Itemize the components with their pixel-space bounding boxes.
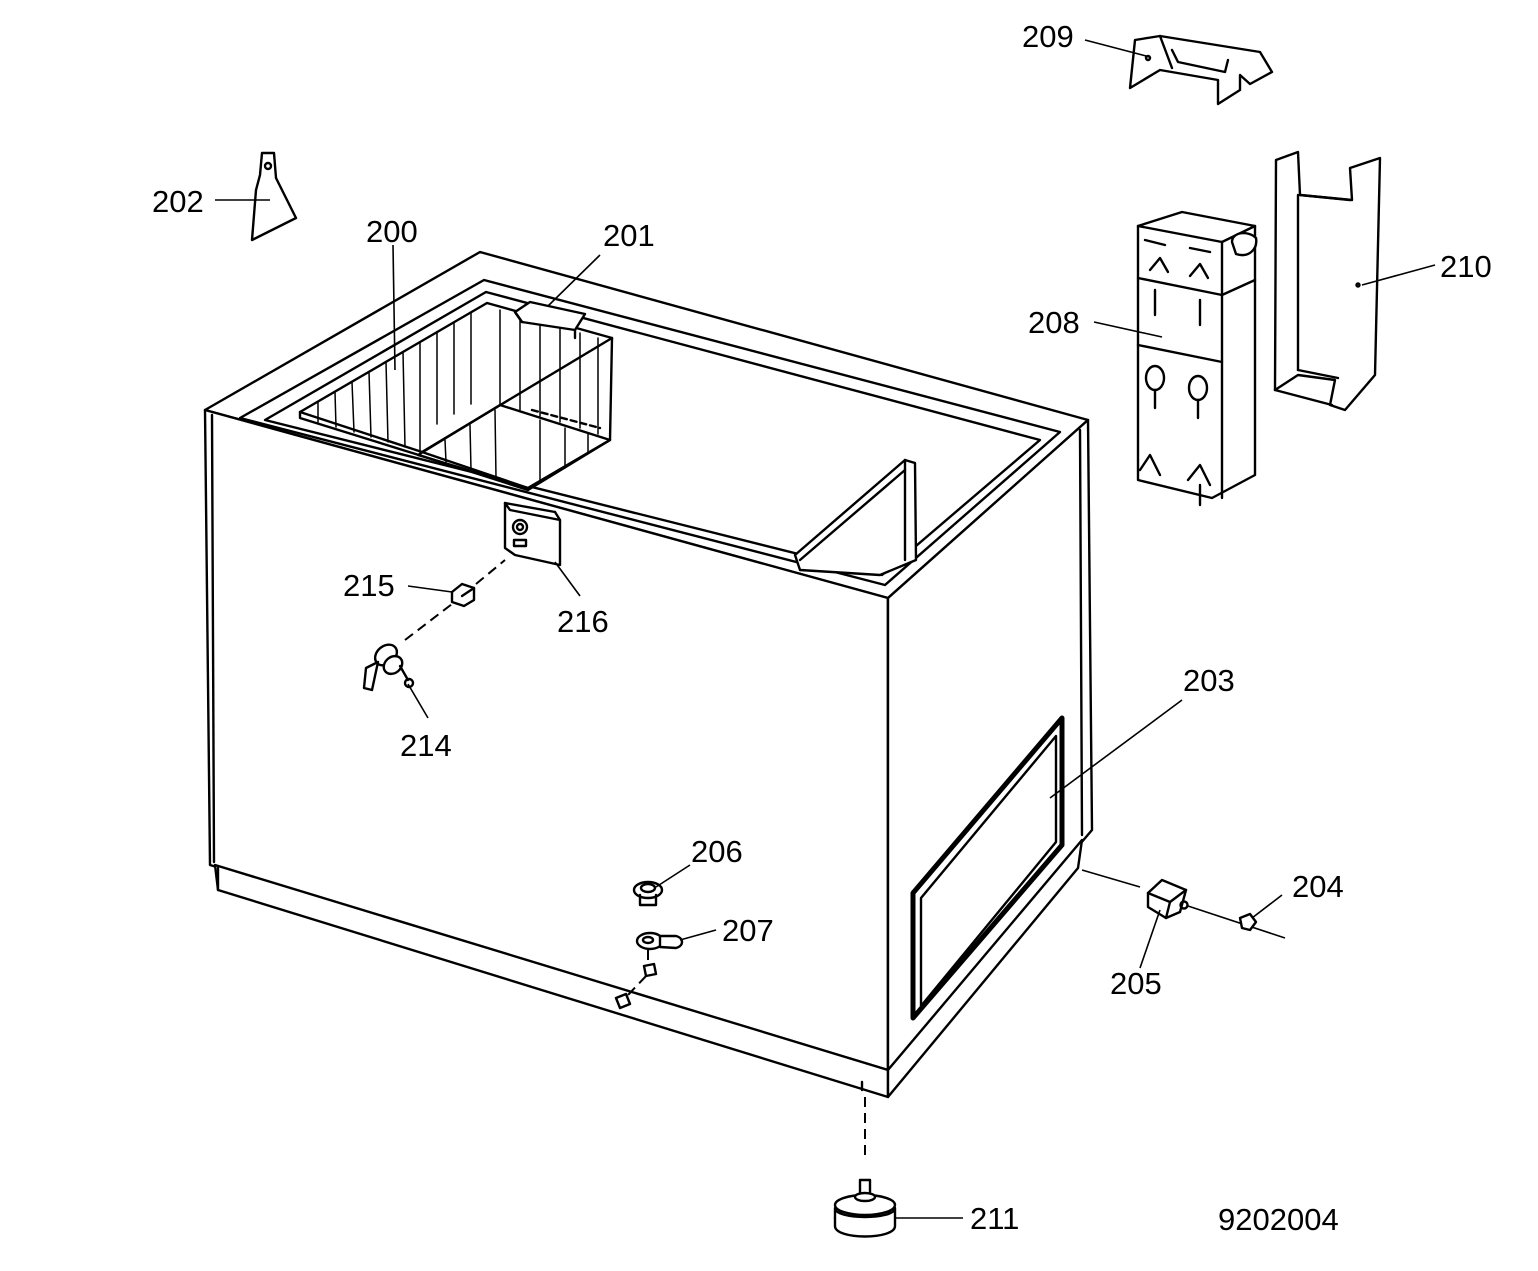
key-axis-line (404, 603, 453, 641)
key (362, 643, 415, 692)
label-216: 216 (557, 604, 609, 639)
label-203: 203 (1183, 663, 1235, 698)
drain-holder (635, 931, 684, 951)
label-210: 210 (1440, 249, 1492, 284)
lock-cylinder (450, 582, 476, 608)
lock-housing (503, 501, 562, 567)
drain-nut (642, 962, 658, 978)
drawing-number: 9202004 (1218, 1202, 1339, 1237)
hinge-casing (1273, 150, 1382, 412)
label-202: 202 (152, 184, 204, 219)
label-215: 215 (343, 568, 395, 603)
label-204: 204 (1292, 869, 1344, 904)
lamp-housing (513, 300, 587, 340)
basket (298, 301, 614, 492)
label-201: 201 (603, 218, 655, 253)
screw-axis-line (1187, 905, 1286, 939)
adjustable-foot (833, 1097, 897, 1238)
label-211: 211 (970, 1201, 1019, 1236)
label-200: 200 (366, 214, 418, 249)
lock-axis-line (475, 559, 506, 585)
label-208: 208 (1028, 305, 1080, 340)
label-214: 214 (400, 728, 452, 763)
hinge-cover (1128, 34, 1274, 106)
door-switch (1146, 878, 1189, 920)
freezer-cabinet (203, 250, 1094, 1099)
hinge-plate (250, 151, 298, 242)
label-205: 205 (1110, 966, 1162, 1001)
label-209: 209 (1022, 19, 1074, 54)
label-206: 206 (691, 834, 743, 869)
leader-lines (215, 39, 1436, 1219)
drain-axis-line-2 (627, 975, 647, 996)
drain-plug (632, 880, 664, 907)
label-207: 207 (722, 913, 774, 948)
drain-hole (614, 992, 632, 1010)
hinge-bracket (1136, 210, 1258, 507)
switch-axis-line (1081, 869, 1141, 888)
